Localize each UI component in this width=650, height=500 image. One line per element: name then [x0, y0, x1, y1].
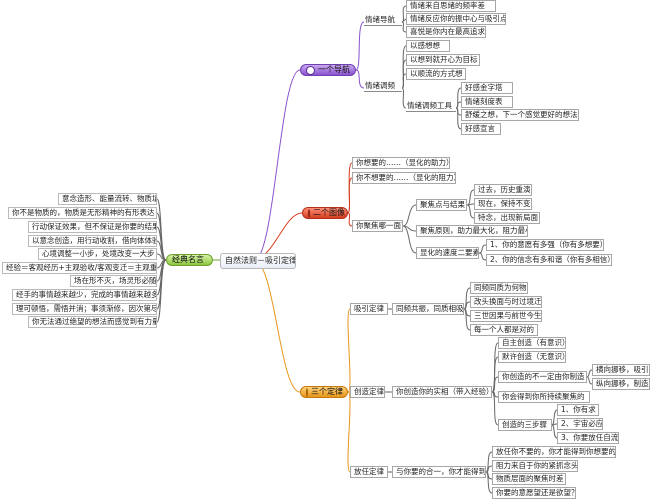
quote-item[interactable]: 行动保证效果，但不保证是你要的结果: [28, 221, 157, 233]
list-item[interactable]: 2、宇宙必应: [557, 418, 603, 430]
list-item[interactable]: 自主创造（有意识）: [498, 337, 566, 349]
branch-images-label: 二个图像: [313, 208, 345, 217]
quote-item[interactable]: 场在形不灭，场灵形必随: [70, 275, 157, 287]
orange-dot-icon: [306, 387, 308, 397]
list-item[interactable]: 喜悦是你内在最高追求: [406, 26, 486, 38]
list-item[interactable]: 你创造的不一定由你制造: [498, 371, 587, 383]
list-item[interactable]: 你会得到你所持续聚焦的: [498, 391, 590, 403]
branch-images[interactable]: 二个图像: [302, 207, 348, 219]
red-dot-icon: [308, 208, 310, 218]
list-item[interactable]: 2、你的信念有多和谐（你有多相信）: [486, 254, 612, 266]
topic-emotion-tuning[interactable]: 情绪调频: [364, 81, 402, 92]
list-item[interactable]: 情绪来自思绪的频率差: [406, 0, 496, 12]
root-topic[interactable]: 自然法则－吸引定律: [220, 253, 296, 269]
topic-law-letting-go[interactable]: 放任定律: [350, 466, 388, 478]
list-item[interactable]: 1、你有求: [557, 404, 599, 416]
quote-item[interactable]: 意念造形、能量流转、物质填充: [58, 193, 157, 205]
quote-item[interactable]: 理可顿悟，需悟并消；事须渐修，因次第尽: [12, 303, 157, 315]
list-item[interactable]: 你想要的……（显化的助力）: [352, 157, 450, 169]
list-item[interactable]: 聚焦原则，助力最大化，阻力最小化: [416, 225, 528, 237]
list-item[interactable]: 以想到就开心为目标: [406, 54, 480, 66]
quote-item[interactable]: 经验＝客观经历+主观验收/客观变迁＝主观重铸: [2, 262, 157, 274]
topic-focus-results[interactable]: 聚焦点与结果: [416, 199, 467, 211]
list-item[interactable]: 情绪反应你的振中心与吸引点: [406, 13, 506, 25]
quote-item[interactable]: 以意念创造，用行动收割，借向体体验: [28, 235, 157, 247]
topic-tuning-tools[interactable]: 情绪调频工具: [406, 101, 456, 112]
list-item[interactable]: 阻力来自于你的紧抓念头: [492, 460, 578, 472]
list-item[interactable]: 改头换面与时过境迁: [470, 296, 542, 308]
topic-emotion-navigation[interactable]: 情绪导航: [364, 15, 402, 26]
list-item[interactable]: 过去，历史重演: [474, 184, 532, 196]
quote-item[interactable]: 你不是物质的，物质是无形精神的有形表达: [8, 207, 157, 219]
list-item[interactable]: 横向挪移，吸引: [592, 364, 650, 376]
topic-law-letting-go-sub[interactable]: 与你要的合一，你才能得到: [392, 466, 486, 478]
quote-item[interactable]: 心境调整一小步，处境改变一大步: [38, 248, 157, 260]
list-item[interactable]: 舒缓之想，下一个感觉更好的想法: [461, 109, 579, 121]
list-item[interactable]: 放任你不要的，你才能得到你想要的: [492, 446, 616, 458]
quote-item[interactable]: 你无法通过绝望的想法而感觉到有力量: [28, 316, 157, 328]
list-item[interactable]: 纵向挪移，制造: [592, 378, 650, 390]
branch-navigation-label: 一个导航: [318, 65, 350, 74]
topic-manifest-speed[interactable]: 显化的速度二要素: [416, 247, 479, 259]
list-item[interactable]: 现在，保持不变: [474, 198, 532, 210]
list-item[interactable]: 你要的意愿望还是欲望？: [492, 487, 576, 499]
branch-laws[interactable]: 三个定律: [300, 386, 348, 398]
list-item[interactable]: 好感宣言: [461, 123, 501, 135]
topic-law-creation[interactable]: 创造定律: [350, 386, 385, 398]
list-item[interactable]: 好感金字塔: [461, 82, 513, 94]
branch-navigation[interactable]: 一个导航: [300, 64, 356, 76]
list-item[interactable]: 物质层面的聚焦时差: [492, 473, 566, 485]
topic-law-attraction-sub[interactable]: 同频共振，同质相吸: [392, 303, 464, 315]
list-item[interactable]: 三世因果与前世今生: [470, 310, 542, 322]
quote-item[interactable]: 经手的事情越来越少，完成的事情越来越多: [12, 289, 157, 301]
list-item[interactable]: 情绪刻度表: [461, 96, 513, 108]
list-item[interactable]: 同频同质为何物: [470, 282, 528, 294]
topic-focus[interactable]: 你聚焦哪一面?: [352, 220, 403, 232]
list-item[interactable]: 你不想要的……（显化的阻力）: [352, 172, 456, 184]
topic-creation-steps[interactable]: 创造的三步骤: [498, 419, 552, 431]
topic-law-creation-sub[interactable]: 你创造你的实相（带入经验）: [392, 386, 492, 398]
branch-laws-label: 三个定律: [311, 387, 343, 396]
branch-quotes[interactable]: 经典名言: [166, 254, 213, 266]
purple-dot-icon: [306, 65, 315, 75]
list-item[interactable]: 以感想想: [406, 40, 450, 52]
topic-law-attraction[interactable]: 吸引定律: [350, 303, 388, 315]
list-item[interactable]: 每一个人都是对的: [470, 324, 538, 336]
list-item[interactable]: 以顺流的方式想: [406, 68, 466, 80]
list-item[interactable]: 特念，出现新局面: [474, 212, 540, 224]
branch-quotes-label: 经典名言: [172, 255, 204, 264]
list-item[interactable]: 默许创造（无意识）: [498, 351, 566, 363]
list-item[interactable]: 1、你的意愿有多强（你有多想要）: [486, 239, 604, 251]
list-item[interactable]: 3、你要放任自流: [557, 432, 619, 444]
